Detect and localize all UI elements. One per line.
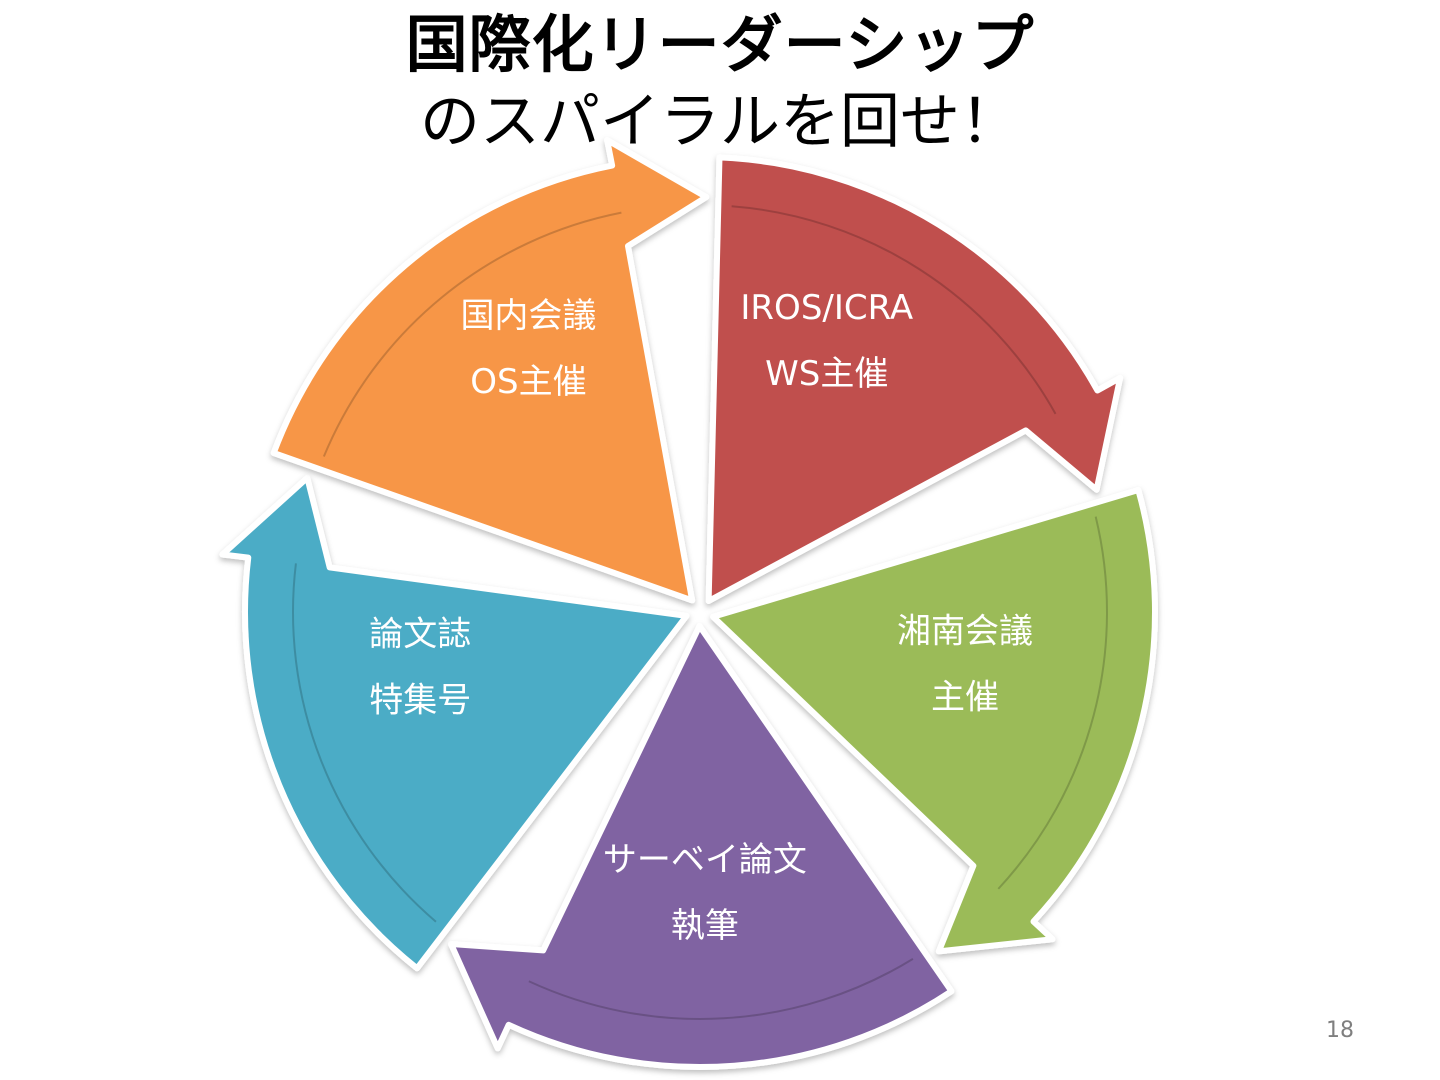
cycle-segment-domestic-conference-os: 国内会議 OS主催 <box>270 137 710 604</box>
slide-subtitle: のスパイラルを回せ！ <box>420 87 1020 157</box>
cycle-segment-iros-icra-ws: IROS/ICRA WS主催 <box>705 154 1124 604</box>
cycle-segment-label: 論文誌特集号 <box>369 614 471 720</box>
cycle-segment-shape <box>219 474 690 972</box>
cycle-segment-shonan-meeting: 湘南会議主催 <box>710 487 1158 955</box>
cycle-segment-shape <box>705 154 1124 604</box>
slide-title: 国際化リーダーシップ <box>405 8 1035 81</box>
cycle-segment-label-line: OS主催 <box>470 362 586 402</box>
cycle-segment-label-line: 国内会議 <box>460 296 596 336</box>
cycle-segment-label-line: 特集号 <box>369 680 471 720</box>
page-number: 18 <box>1326 1018 1354 1043</box>
cycle-segment-arc-guide <box>731 205 1057 415</box>
cycle-segment-arc-guide <box>528 957 914 1020</box>
cycle-segment-label: サーベイ論文執筆 <box>603 840 807 946</box>
cycle-segment-label-line: 論文誌 <box>369 614 471 654</box>
cycle-segment-arc-guide <box>997 516 1108 890</box>
cycle-segment-label-line: 湘南会議 <box>897 612 1033 652</box>
cycle-segment-label-line: WS主催 <box>765 354 888 394</box>
cycle-segment-shape <box>448 622 955 1070</box>
cycle-segment-label-line: 執筆 <box>671 906 739 946</box>
cycle-segment-label-line: 主催 <box>931 678 999 718</box>
cycle-segment-label-line: サーベイ論文 <box>603 840 807 880</box>
cycle-segment-label: 国内会議 OS主催 <box>460 296 596 402</box>
cycle-segment-shape <box>710 487 1158 955</box>
cycle-segment-shape <box>270 137 710 604</box>
cycle-segment-journal-special-issue: 論文誌特集号 <box>219 474 690 972</box>
cycle-segment-label: 湘南会議主催 <box>897 612 1033 718</box>
cycle-segment-survey-paper: サーベイ論文執筆 <box>448 622 955 1070</box>
cycle-segment-arc-guide <box>322 211 622 457</box>
cycle-segment-label-line: IROS/ICRA <box>740 288 913 328</box>
cycle-segment-arc-guide <box>292 563 437 923</box>
cycle-segment-label: IROS/ICRA WS主催 <box>740 288 913 394</box>
